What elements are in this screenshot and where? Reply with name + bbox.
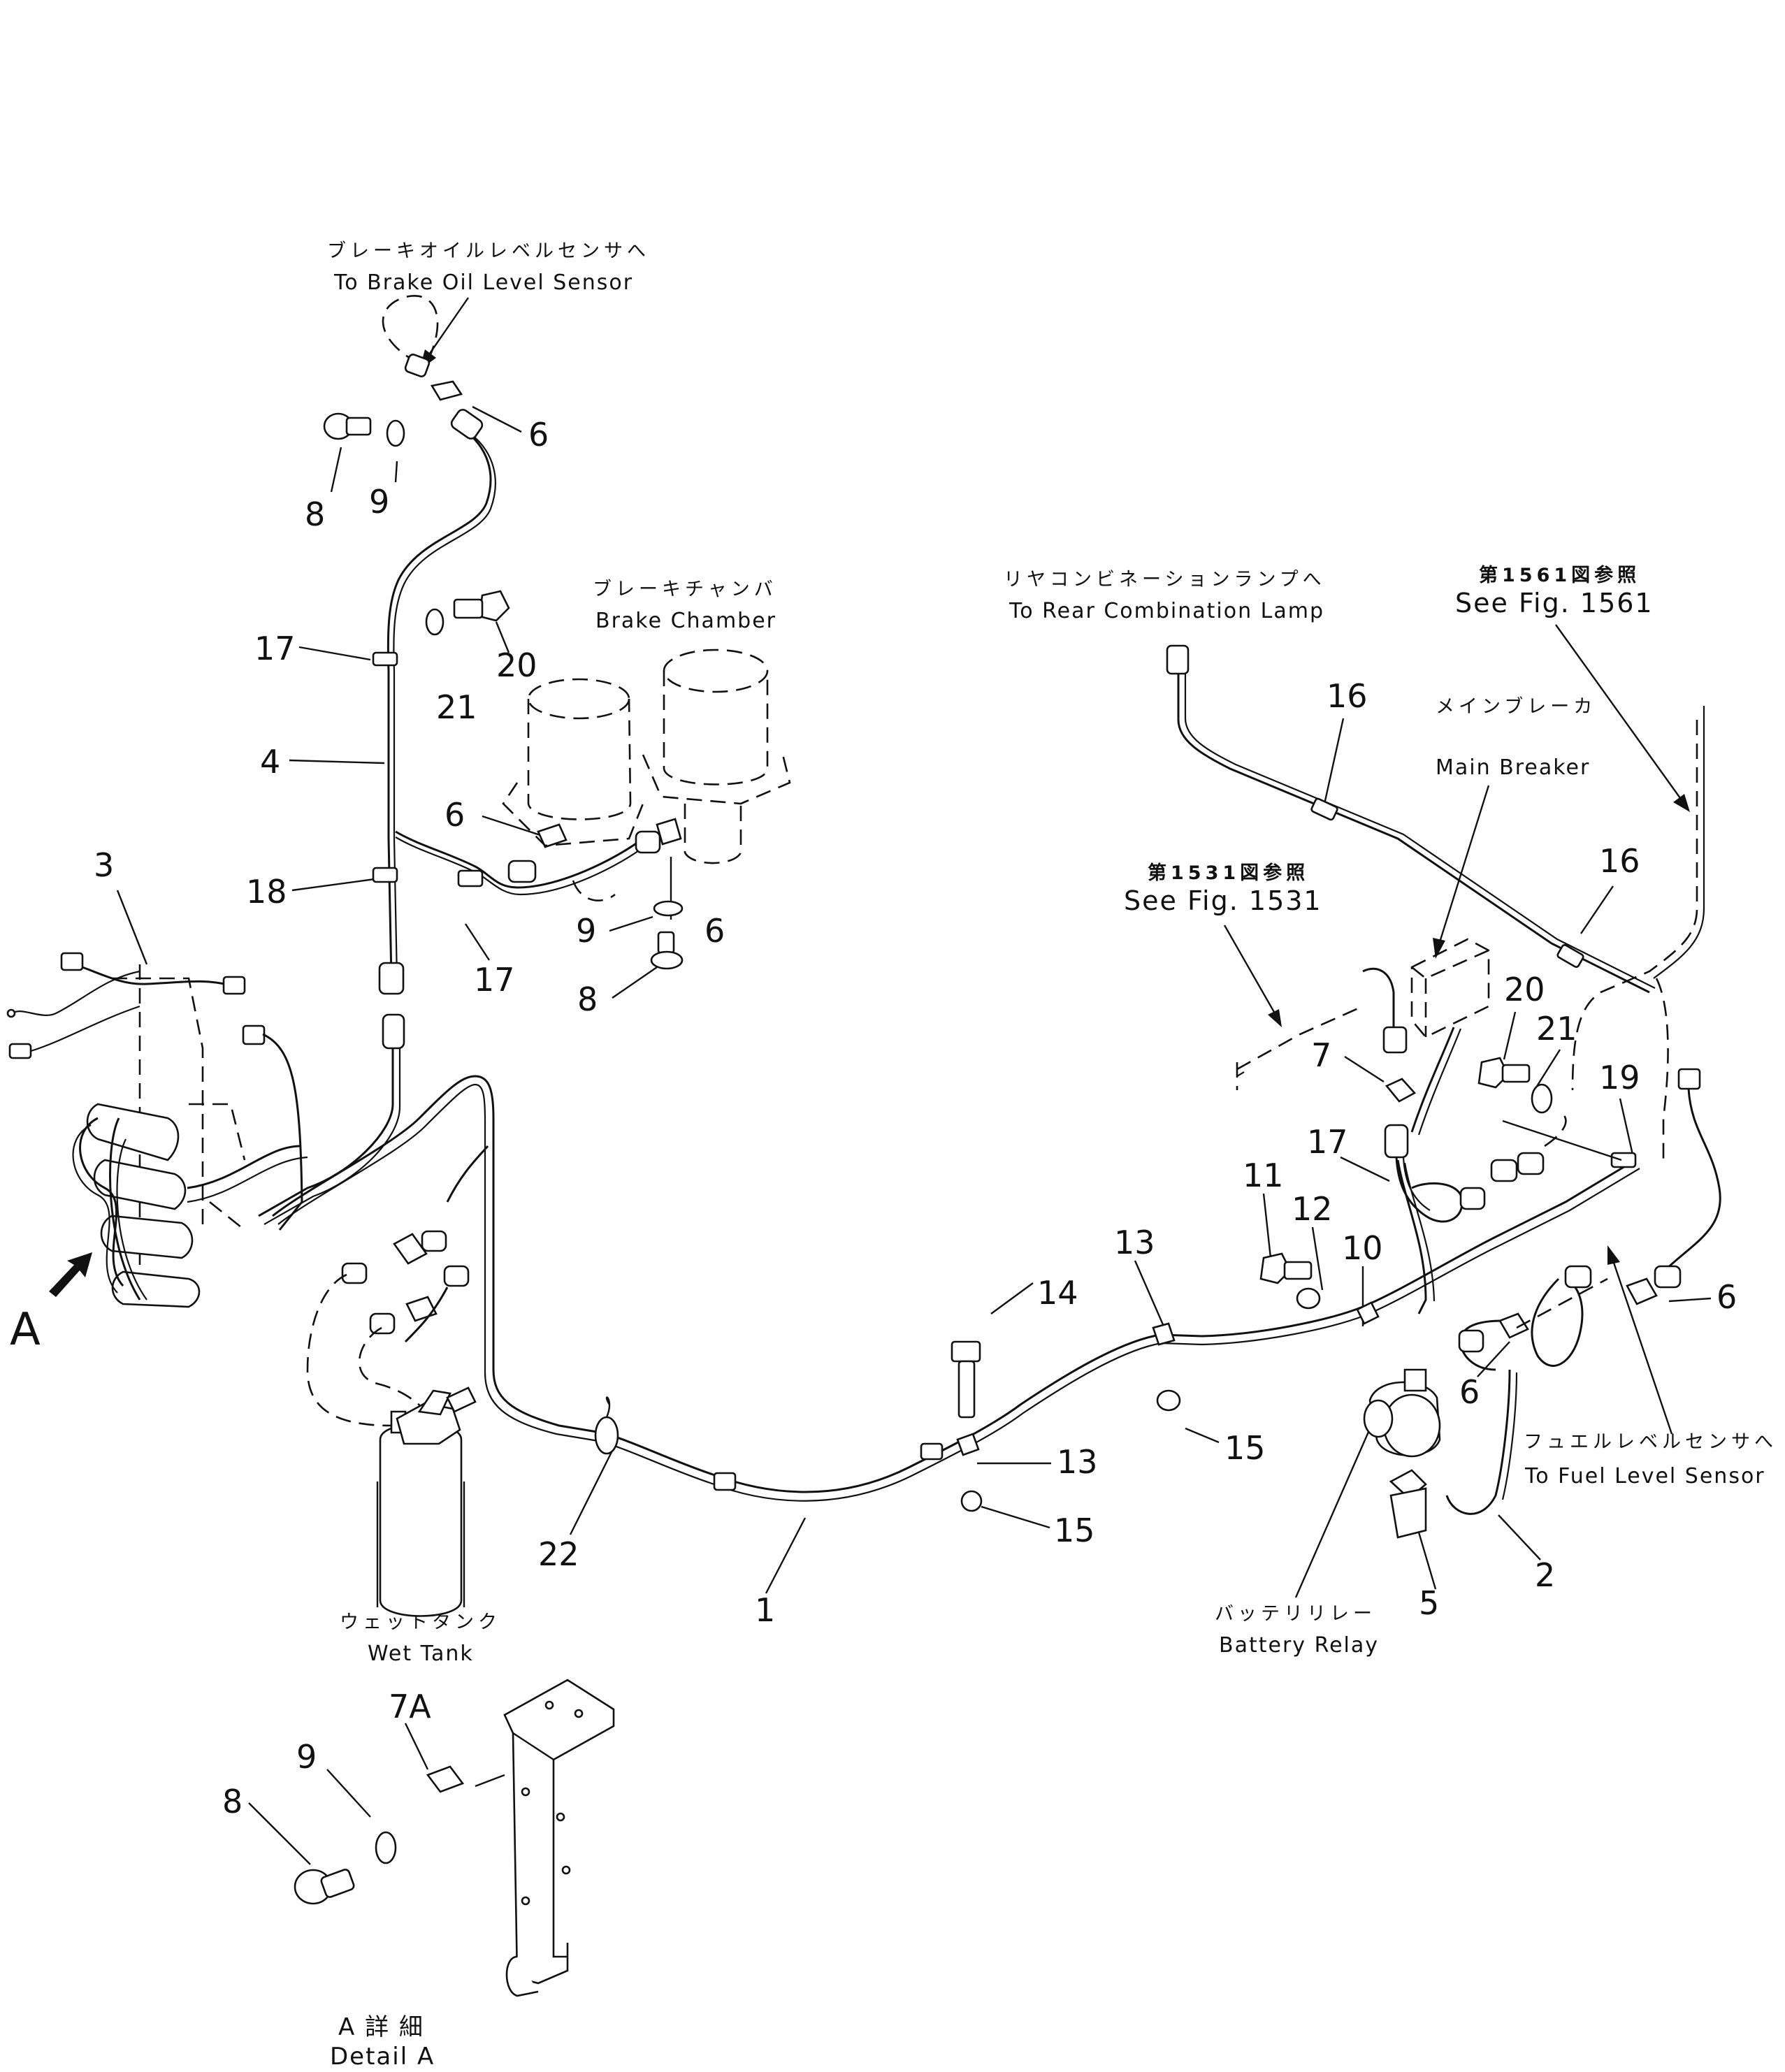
brake-oil-sensor-label-jp: ブレーキオイルレベルセンサへ xyxy=(327,240,650,262)
main-breaker-label: Main Breaker xyxy=(1436,755,1590,780)
bolt-icon xyxy=(1477,1057,1531,1089)
washer-icon xyxy=(425,608,445,636)
bolt-14-assembly xyxy=(951,1340,1181,1512)
callout-7: 7 xyxy=(1311,1036,1331,1074)
callout-15: 15 xyxy=(1224,1429,1266,1467)
callout-21: 21 xyxy=(436,688,477,726)
callout-3: 3 xyxy=(94,846,114,884)
callout-1: 1 xyxy=(755,1591,775,1629)
callout-11: 11 xyxy=(1243,1157,1284,1194)
callout-6: 6 xyxy=(1717,1278,1737,1316)
battery-relay-label: Battery Relay xyxy=(1219,1633,1379,1658)
callout-18: 18 xyxy=(246,873,287,911)
main-harness-1 xyxy=(258,1013,1640,1502)
callout-13: 13 xyxy=(1057,1443,1098,1481)
clip-icon xyxy=(430,380,463,401)
bolt-icon xyxy=(453,590,510,622)
callout-21: 21 xyxy=(1536,1010,1577,1048)
washer-icon xyxy=(1296,1287,1321,1310)
callout-6: 6 xyxy=(704,912,725,950)
part-callouts: 6 8 9 17 20 21 4 6 18 17 9 6 8 3 16 16 2… xyxy=(94,416,1737,1820)
clip-icon xyxy=(426,1765,465,1793)
callout-9: 9 xyxy=(369,483,389,521)
callout-2: 2 xyxy=(1535,1556,1555,1594)
brake-oil-sensor-label: To Brake Oil Level Sensor xyxy=(333,270,633,295)
annotation-labels: ブレーキオイルレベルセンサへ To Brake Oil Level Sensor… xyxy=(10,240,1777,2071)
callout-7a: 7A xyxy=(389,1688,431,1725)
callout-8: 8 xyxy=(222,1783,243,1820)
callout-9: 9 xyxy=(576,912,596,950)
bolt-icon xyxy=(323,412,372,440)
rear-lamp-label: To Rear Combination Lamp xyxy=(1009,599,1324,623)
callout-5: 5 xyxy=(1419,1584,1439,1622)
callout-10: 10 xyxy=(1342,1229,1383,1267)
brake-chamber-assembly xyxy=(502,649,791,901)
callout-20: 20 xyxy=(496,646,537,684)
bolt-icon xyxy=(650,931,684,970)
callout-17: 17 xyxy=(1307,1123,1348,1161)
detail-a-label-jp: A 詳 細 xyxy=(338,2013,424,2041)
nut-icon xyxy=(960,1490,983,1512)
battery-relay-label-jp: バッテリリレー xyxy=(1215,1603,1376,1625)
callout-22: 22 xyxy=(538,1535,579,1573)
wet-tank-assembly xyxy=(306,1273,477,1617)
fig1561-ref: See Fig. 1561 xyxy=(1455,588,1654,618)
main-breaker-label-jp: メインブレーカ xyxy=(1436,696,1596,718)
washer-icon xyxy=(375,1831,397,1864)
battery-relay-assembly xyxy=(1363,1265,1608,1539)
bolt-icon xyxy=(294,1869,355,1905)
callout-8: 8 xyxy=(305,495,325,533)
bolt-icon xyxy=(951,1340,981,1363)
rear-lamp-label-jp: リヤコンビネーションランプへ xyxy=(1004,569,1326,591)
detail-a-label: Detail A xyxy=(330,2043,435,2069)
leader-lines xyxy=(49,297,1712,1865)
washer-icon xyxy=(1531,1083,1553,1114)
washer-icon xyxy=(386,419,405,447)
view-a-marker: A xyxy=(10,1304,41,1356)
fuel-level-sensor-label: To Fuel Level Sensor xyxy=(1524,1464,1765,1488)
fig1561-ref-jp: 第1561図参照 xyxy=(1479,564,1640,586)
washer-icon xyxy=(653,900,684,917)
brake-chamber-label-jp: ブレーキチャンバ xyxy=(593,579,777,600)
callout-16: 16 xyxy=(1327,677,1368,715)
clamp-22-icon xyxy=(594,1416,619,1455)
main-breaker-assembly xyxy=(1236,938,1637,1314)
clip-icon xyxy=(1385,1078,1417,1103)
bolt-icon xyxy=(1259,1252,1313,1284)
brake-chamber-label: Brake Chamber xyxy=(595,609,776,633)
callout-14: 14 xyxy=(1037,1274,1078,1312)
callout-16: 16 xyxy=(1599,842,1640,880)
callout-19: 19 xyxy=(1599,1059,1640,1096)
nut-icon xyxy=(1156,1389,1181,1412)
callout-6: 6 xyxy=(1459,1373,1480,1411)
callout-6: 6 xyxy=(528,416,549,454)
callout-20: 20 xyxy=(1504,971,1545,1008)
fig1531-ref: See Fig. 1531 xyxy=(1124,885,1322,916)
callout-13: 13 xyxy=(1114,1224,1155,1261)
detail-a-bracket xyxy=(294,1679,615,1997)
callout-17: 17 xyxy=(474,961,515,999)
brake-harness-4 xyxy=(323,295,684,995)
callout-4: 4 xyxy=(260,743,280,781)
callout-9: 9 xyxy=(296,1738,317,1776)
callout-6: 6 xyxy=(445,796,465,834)
wet-tank-label: Wet Tank xyxy=(368,1642,474,1666)
fuel-level-sensor-label-jp: フュエルレベルセンサへ xyxy=(1524,1431,1777,1453)
fig1531-ref-jp: 第1531図参照 xyxy=(1148,862,1309,884)
callout-17: 17 xyxy=(254,630,296,667)
rear-lamp-harness xyxy=(1166,644,1721,1305)
connector-block-3 xyxy=(6,952,308,1308)
callout-12: 12 xyxy=(1292,1190,1333,1228)
callout-8: 8 xyxy=(577,980,598,1018)
callout-15: 15 xyxy=(1054,1512,1095,1549)
